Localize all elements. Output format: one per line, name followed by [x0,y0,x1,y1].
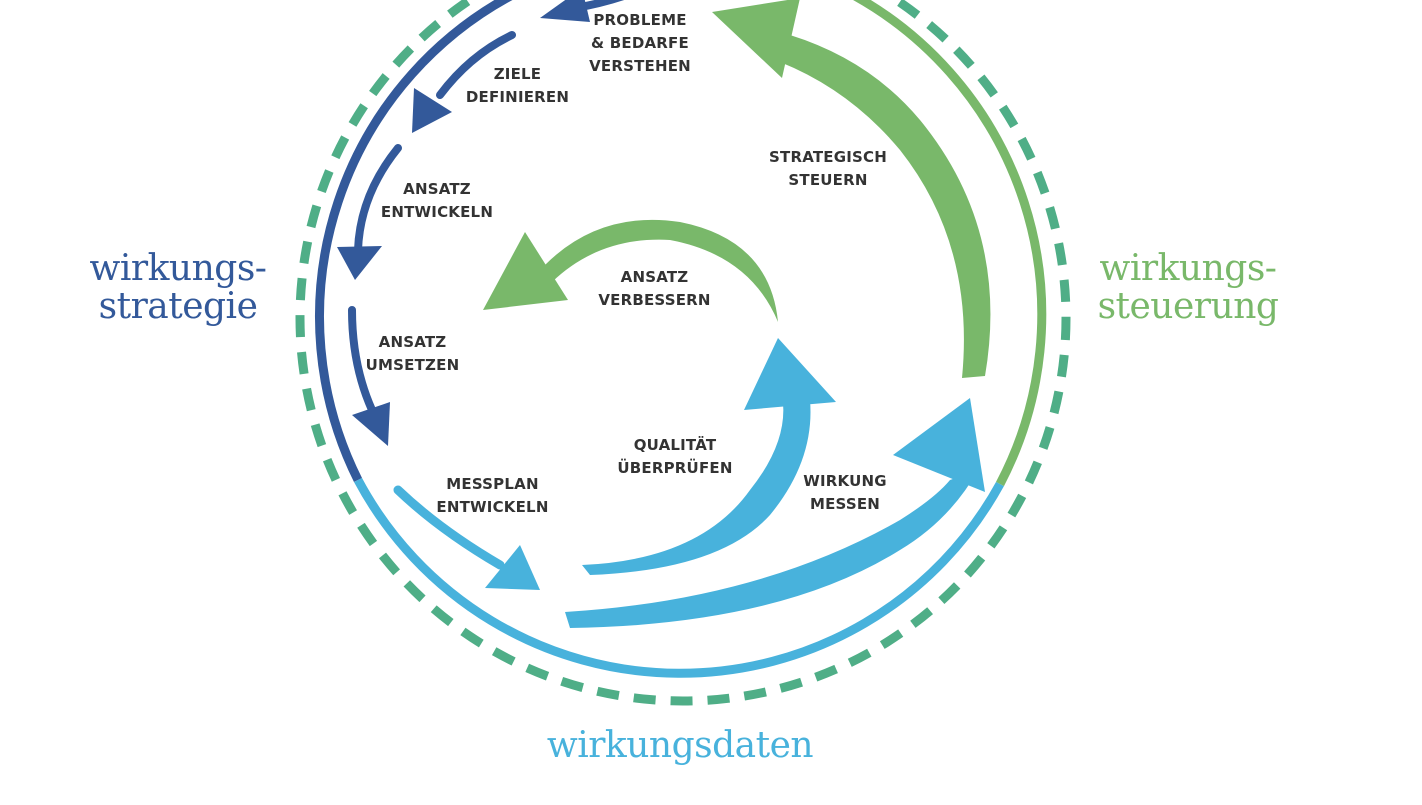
step-label-ansatz-verbessern: ANSATZ VERBESSERN [598,268,711,309]
section-label-steering: wirkungs- steuerung [1097,248,1279,327]
ring-segment-data [354,477,1004,678]
arrow-strategisch-steuern [712,0,991,378]
arrow-wirkung-messen [565,398,985,628]
ring-segment-steering [852,0,1047,487]
step-label-qualitaet: QUALITÄT ÜBERPRÜFEN [617,436,733,477]
step-label-ansatz-umsetzen: ANSATZ UMSETZEN [365,333,460,374]
step-label-wirkung: WIRKUNG MESSEN [803,472,887,513]
step-label-ziele: ZIELE DEFINIEREN [465,65,570,106]
arrow-ziele-definieren [412,31,516,133]
arrow-ansatz-umsetzen [348,306,390,446]
step-label-ansatz-entwickeln: ANSATZ ENTWICKELN [380,180,494,221]
arrow-probleme-verstehen [540,0,625,22]
arrow-ansatz-verbessern [483,219,778,322]
arrow-messplan-entwickeln [393,485,540,590]
section-label-data: wirkungsdaten [546,725,814,766]
arrow-qualitaet-ueberpruefen [582,338,836,575]
step-label-probleme: PROBLEME & BEDARFE VERSTEHEN [589,11,691,75]
section-label-strategy: wirkungs- strategie [89,248,267,327]
step-label-messplan: MESSPLAN ENTWICKELN [436,475,549,516]
ring-segment-strategy [315,0,513,483]
step-label-strategisch: STRATEGISCH STEUERN [769,148,887,189]
arrow-ansatz-entwickeln [337,144,402,280]
dashed-outer-ring [295,0,1071,706]
